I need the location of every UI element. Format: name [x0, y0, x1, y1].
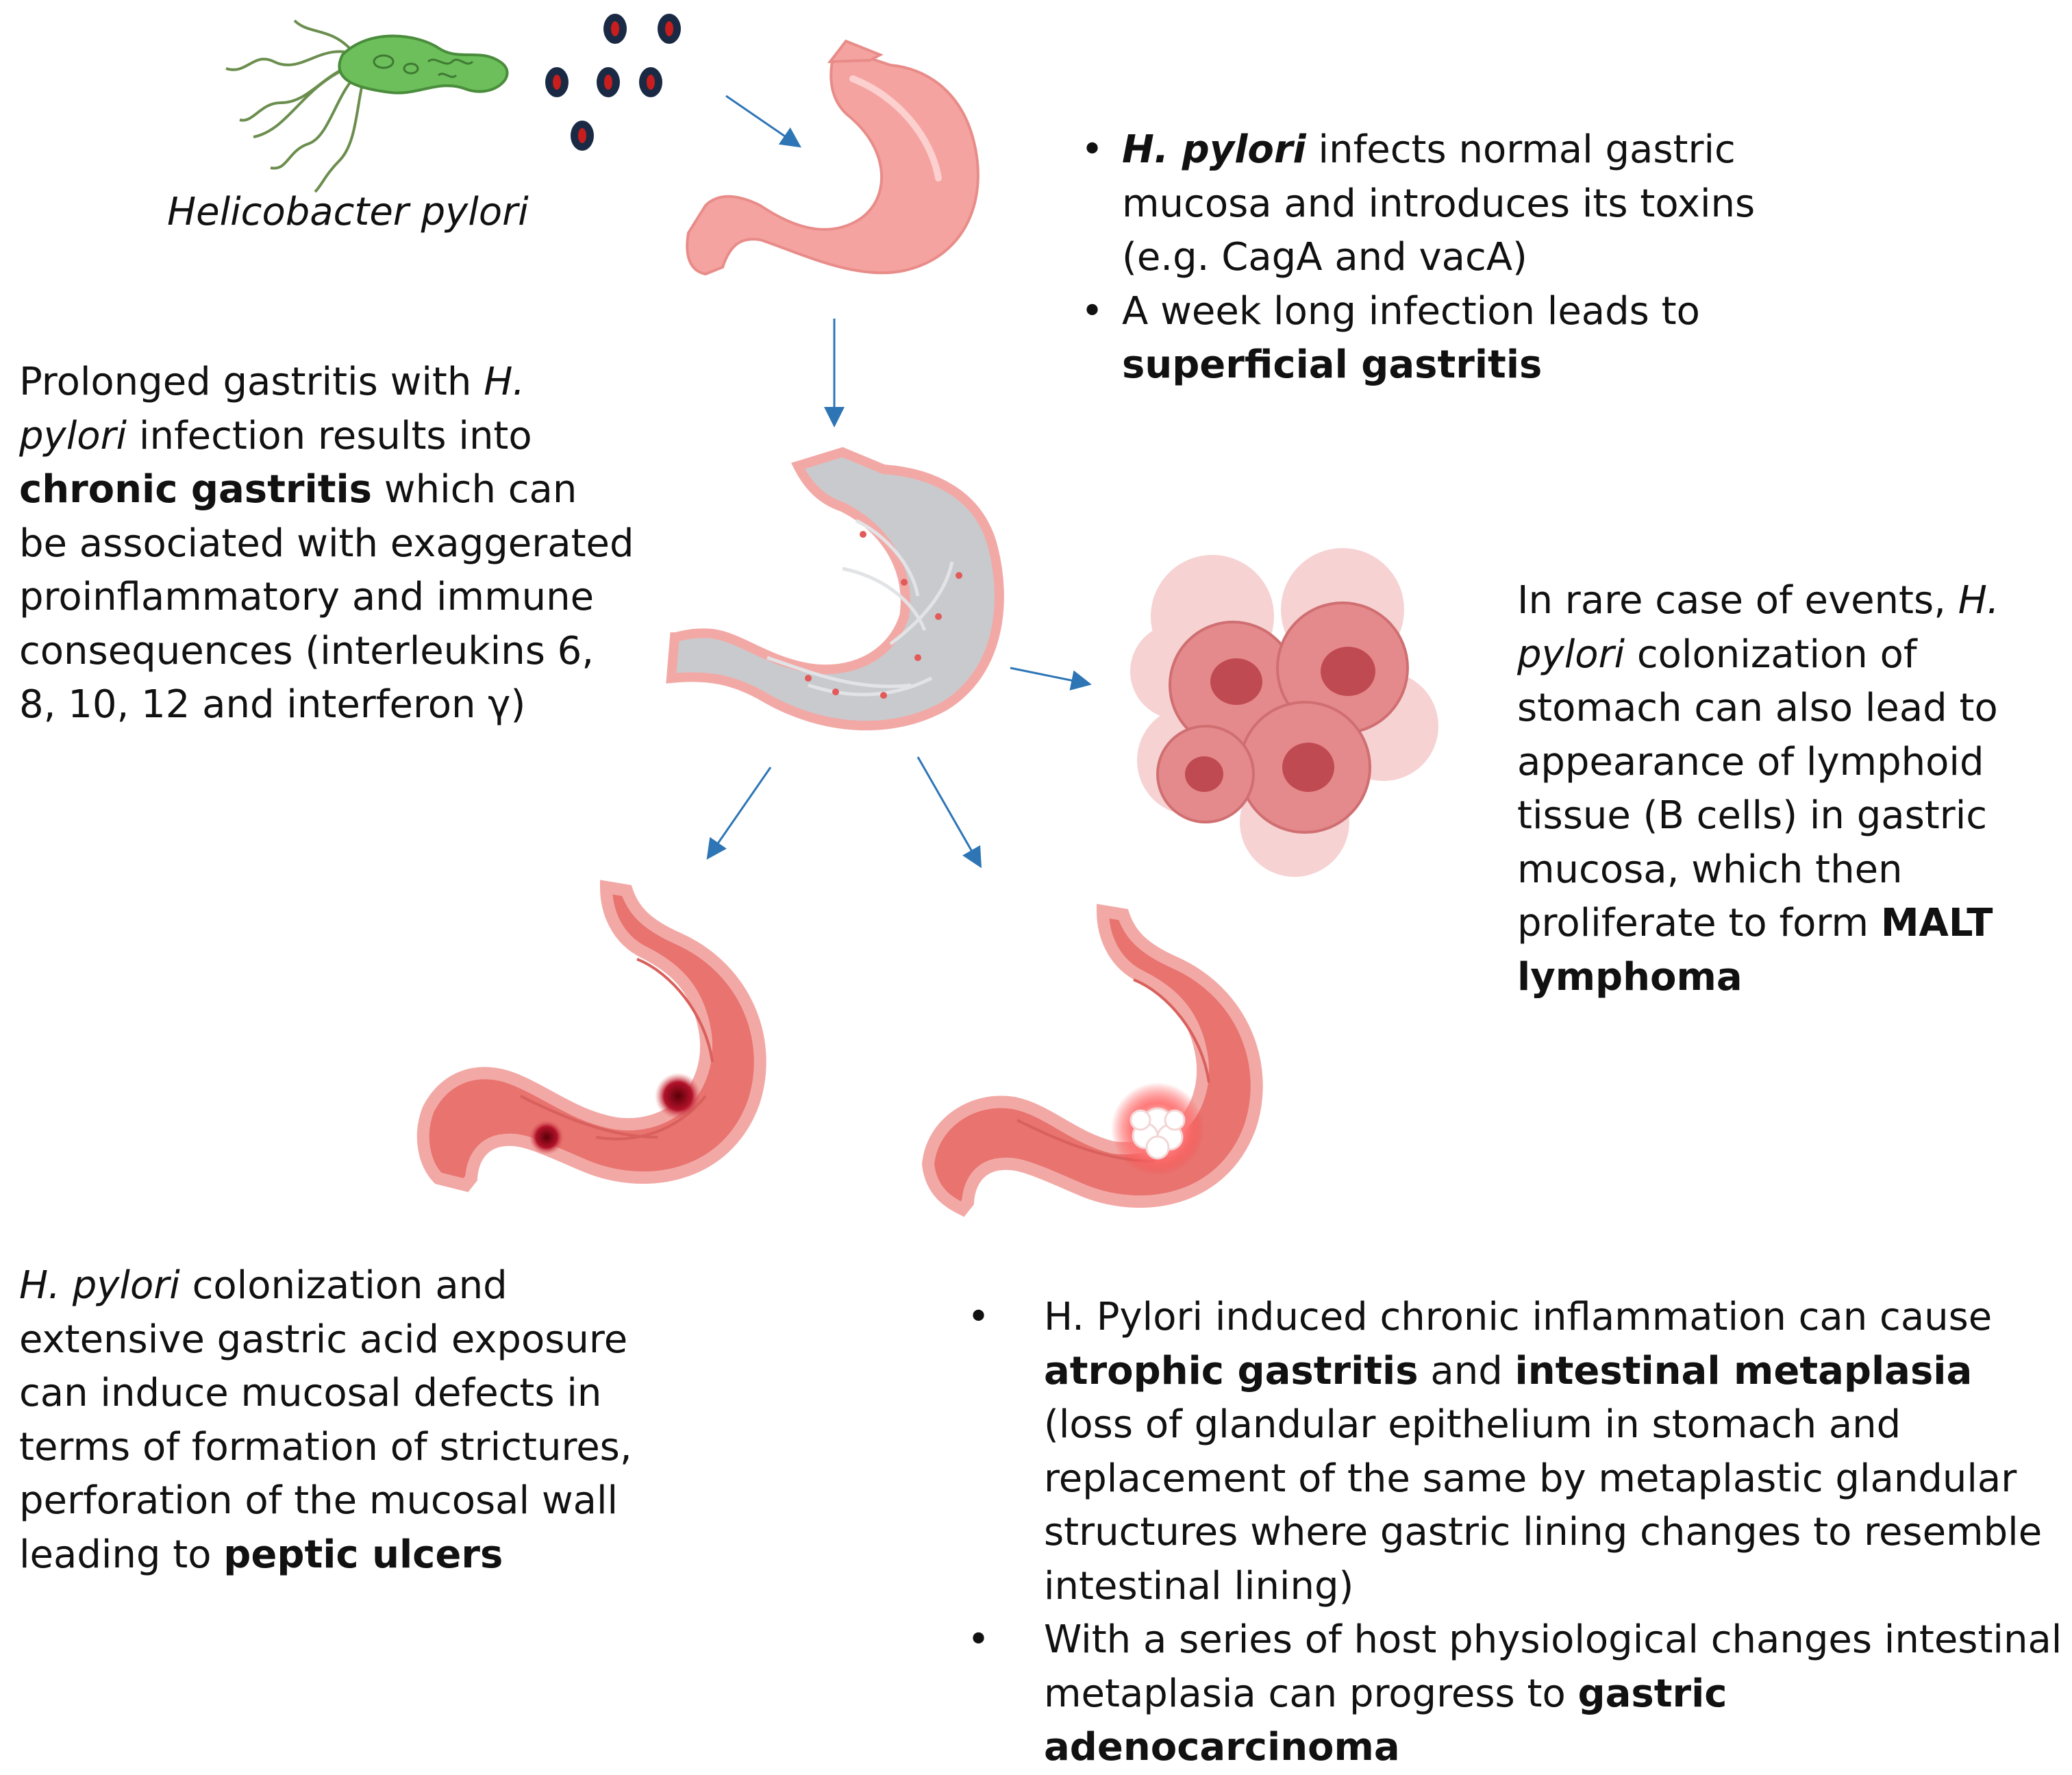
toxin-particle-icon	[639, 67, 662, 97]
malt-lymphoma-text: In rare case of events, H. pylori coloni…	[1517, 578, 1999, 1000]
ulcer-lesion-icon	[655, 1073, 701, 1119]
flow-arrows	[706, 95, 1092, 869]
stage1-bullet-superficial: A week long infection leads to superfici…	[1081, 285, 1766, 393]
toxin-particle-icon	[571, 121, 594, 151]
ulcer-lesion-icon	[529, 1119, 564, 1155]
peptic-ulcer-text: H. pylori colonization and extensive gas…	[19, 1263, 632, 1577]
cancer-bullet-adenocarcinoma: With a series of host physiological chan…	[967, 1613, 2063, 1775]
arrow-to-adenocarcinoma	[916, 756, 982, 869]
toxin-particles	[545, 14, 681, 151]
stage1-bullet-infection: H. pylori infects normal gastric mucosa …	[1081, 123, 1766, 285]
toxin-particle-icon	[658, 14, 681, 44]
arrow-to-normal-stomach	[725, 95, 801, 148]
bacterium-label: Helicobacter pylori	[167, 190, 529, 234]
adenocarcinoma-stomach-icon	[921, 904, 1263, 1217]
illustration-canvas	[225, 14, 1438, 1217]
stage1-bullets: H. pylori infects normal gastric mucosa …	[1081, 123, 1766, 393]
h-pylori-bacterium-icon	[225, 19, 509, 193]
toxin-particle-icon	[545, 67, 569, 97]
toxin-particle-icon	[597, 67, 620, 97]
arrow-to-malt-lymphoma	[1010, 667, 1092, 691]
arrow-to-peptic-ulcer	[706, 767, 772, 860]
chronic-gastritis-text: Prolonged gastritis with H. pylori infec…	[19, 360, 634, 727]
adenocarcinoma-bullets: H. Pylori induced chronic inflammation c…	[967, 1291, 2063, 1775]
peptic-ulcer-stomach-icon	[416, 880, 766, 1193]
toxin-particle-icon	[603, 14, 627, 44]
tumor-mass-icon	[1129, 1107, 1186, 1160]
chronic-gastritis-stomach-icon	[666, 447, 1004, 731]
cancer-bullet-metaplasia: H. Pylori induced chronic inflammation c…	[967, 1291, 2063, 1613]
normal-stomach-icon	[686, 39, 979, 276]
malt-lymphoma-cells-icon	[1130, 548, 1438, 877]
